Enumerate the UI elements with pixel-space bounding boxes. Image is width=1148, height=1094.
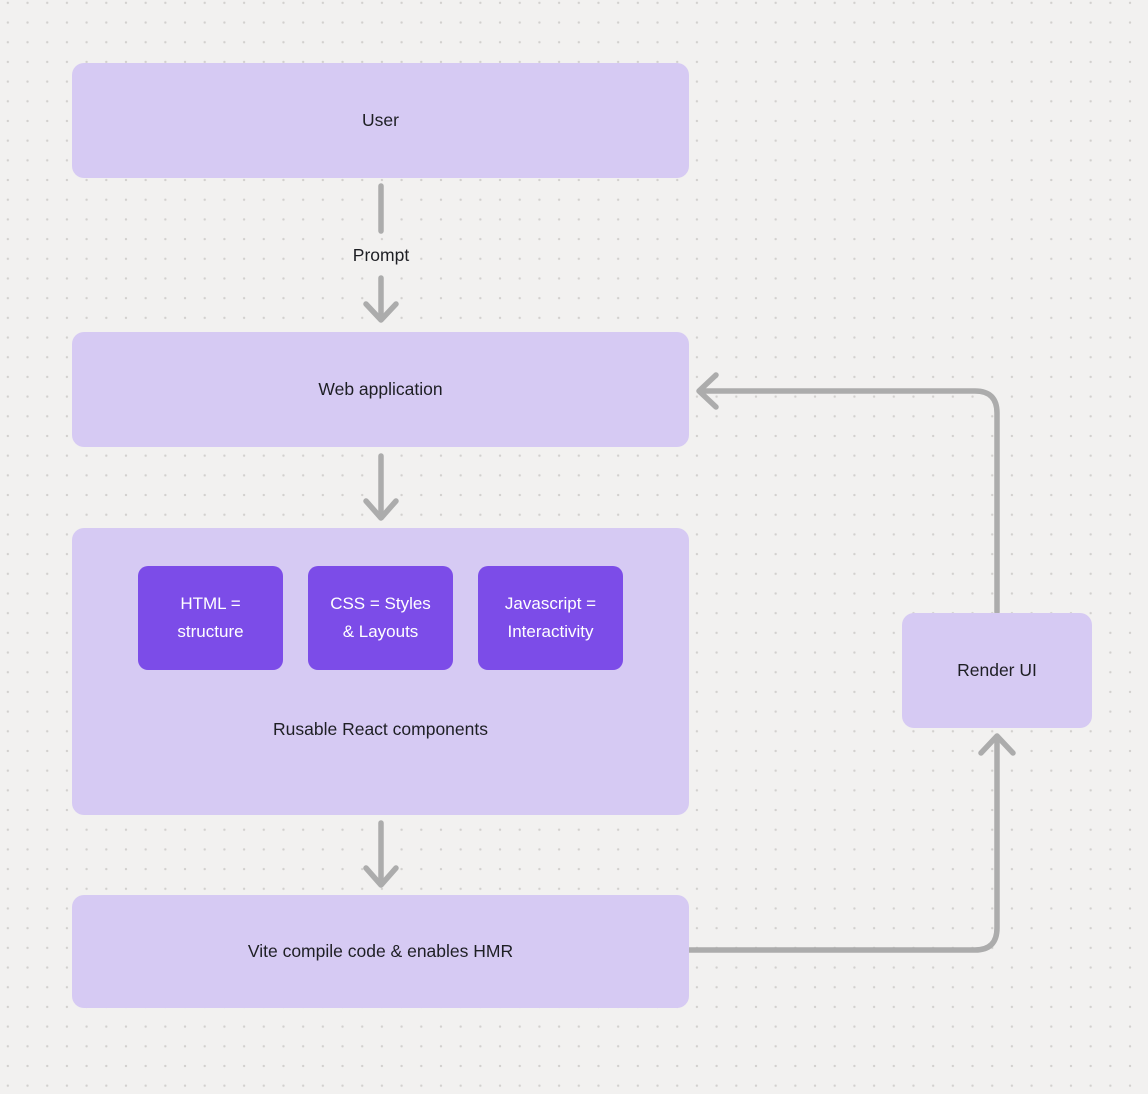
node-user-label: User <box>362 110 399 131</box>
arrow-renderui-to-webapp-arrowhead-icon <box>696 372 719 410</box>
chip-css-label: CSS = Styles & Layouts <box>330 594 431 641</box>
node-user[interactable]: User <box>72 63 689 178</box>
node-components-group[interactable]: HTML = structure CSS = Styles & Layouts … <box>72 528 689 815</box>
node-render-ui[interactable]: Render UI <box>902 613 1092 728</box>
chip-html[interactable]: HTML = structure <box>138 566 283 670</box>
chip-css[interactable]: CSS = Styles & Layouts <box>308 566 453 670</box>
arrow-components-to-vite-arrowhead-icon <box>363 865 399 888</box>
arrow-renderui-to-webapp-line <box>699 388 1000 615</box>
arrow-vite-to-renderui-line <box>686 739 1000 953</box>
chip-javascript[interactable]: Javascript = Interactivity <box>478 566 623 670</box>
node-web-application[interactable]: Web application <box>72 332 689 447</box>
node-render-ui-label: Render UI <box>957 660 1037 681</box>
chip-javascript-label: Javascript = Interactivity <box>504 594 597 641</box>
arrow-user-to-webapp-arrowhead-icon <box>363 301 399 323</box>
components-group-caption: Rusable React components <box>273 719 488 739</box>
arrow-vite-to-renderui-arrowhead-icon <box>978 733 1016 756</box>
chip-html-label: HTML = structure <box>177 594 244 641</box>
node-vite-label: Vite compile code & enables HMR <box>247 941 514 962</box>
node-vite[interactable]: Vite compile code & enables HMR <box>72 895 689 1008</box>
arrow-webapp-to-components-arrowhead-icon <box>363 498 399 521</box>
edge-label-prompt: Prompt <box>352 245 410 265</box>
node-web-application-label: Web application <box>318 379 443 400</box>
